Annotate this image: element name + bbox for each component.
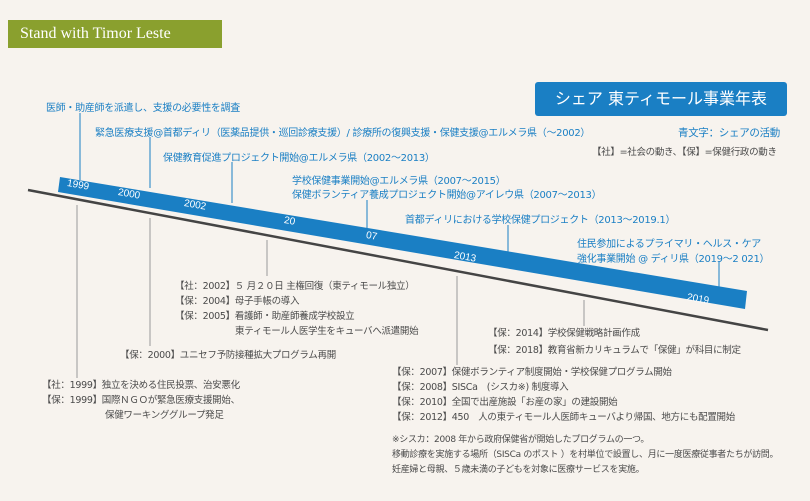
timeline-axis [27, 188, 769, 332]
activity: 保健教育促進プロジェクト開始@エルメラ県（2002～2013） [163, 153, 435, 164]
legend-blue: 青文字：シェアの活動 [678, 127, 780, 139]
footnote: 移動診療を実施する場所（SISCa のポスト ）を村単位で設置し、月に一度医療従… [392, 450, 779, 460]
event: 【保：2005】看護師・助産師養成学校設立 [175, 311, 355, 322]
footnote: 妊産婦と母親、５歳未満の子どもを対象に医療サービスを実施。 [392, 465, 645, 475]
event: 【社：2002】５ 月２０日 主権回復（東ティモール独立） [175, 281, 415, 292]
event: 【保：2007】保健ボランティア制度開始・学校保健プログラム開始 [392, 367, 672, 378]
activity: 緊急医療支援@首都ディリ（医薬品提供・巡回診療支援）/ 診療所の復興支援・保健支… [95, 128, 591, 139]
event: 【保：1999】国際ＮＧＯが緊急医療支援開始、 [42, 395, 240, 406]
event: 【保：2000】ユニセフ予防接種拡大プログラム再開 [120, 350, 336, 361]
year-label: 07 [365, 230, 378, 243]
event: 【保：2004】母子手帳の導入 [175, 296, 300, 307]
activity: 医師・助産師を派遣し、支援の必要性を調査 [46, 103, 240, 114]
event: 【保：2010】全国で出産施設「お産の家」の建設開始 [392, 397, 618, 408]
year-label: 20 [283, 215, 296, 228]
page-title: シェア 東ティモール事業年表 [535, 82, 787, 116]
event: 保健ワーキンググループ発足 [105, 410, 224, 421]
event: 【保：2018】教育省新カリキュラムで「保健」が科目に制定 [488, 345, 741, 356]
footnote: ※シスカ：2008 年から政府保健省が開始したプログラムの一つ。 [392, 435, 650, 445]
activity: 強化事業開始 @ ディリ県（2019～2 021） [577, 254, 770, 265]
activity: 首都ディリにおける学校保健プロジェクト（2013～2019.1） [405, 215, 676, 226]
timeline-band [58, 177, 747, 309]
brand-banner: Stand with Timor Leste [8, 20, 222, 48]
activity: 学校保健事業開始@エルメラ県（2007～2015） [292, 176, 506, 187]
activity: 保健ボランティア養成プロジェクト開始@アイレウ県（2007～2013） [292, 190, 602, 201]
legend-keys: 【社】=社会の動き、【保】=保健行政の動き [592, 147, 777, 158]
activity: 住民参加によるプライマリ・ヘルス・ケア [577, 239, 761, 250]
event: 【保：2014】学校保健戦略計画作成 [488, 328, 640, 339]
event: 【社：1999】独立を決める住民投票、治安悪化 [42, 380, 240, 391]
event: 【保：2008】SISCa (シスカ※) 制度導入 [392, 382, 569, 393]
event: 【保：2012】450 人の東ティモール人医師キューバより帰国、地方にも配置開始 [392, 412, 735, 423]
event: 東ティモール人医学生をキューバへ派遣開始 [235, 326, 419, 337]
